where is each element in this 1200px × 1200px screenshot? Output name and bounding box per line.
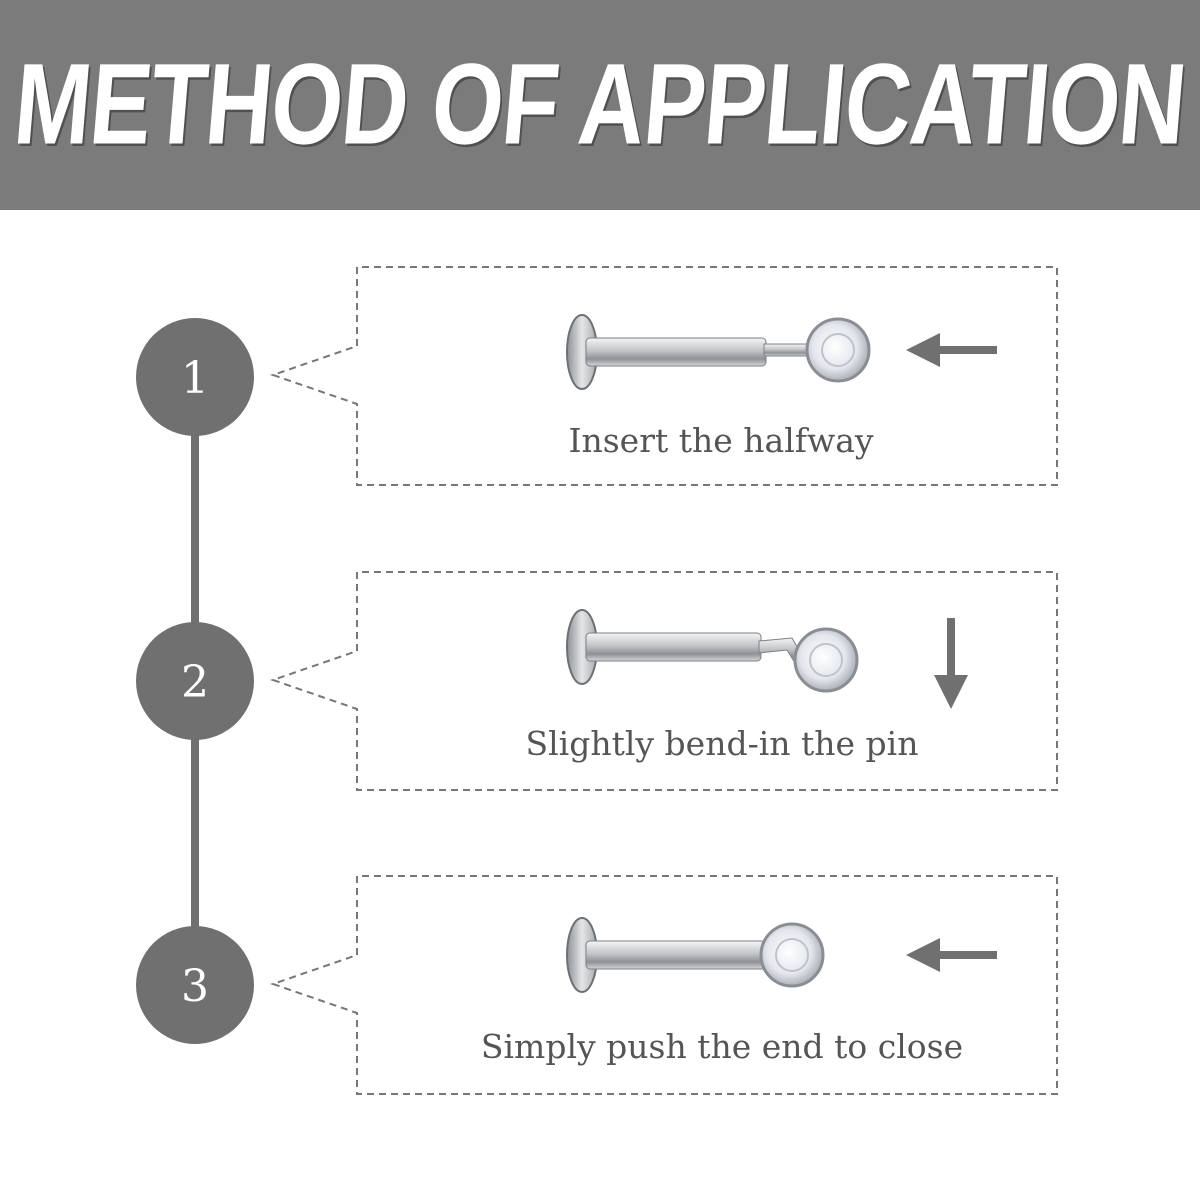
step-3-caption: Simply push the end to close: [481, 1027, 963, 1066]
step-2-caption: Slightly bend-in the pin: [526, 724, 919, 763]
step-3-arrow-left-icon: [906, 938, 997, 972]
step-2-earring-pin-icon: [566, 609, 859, 693]
step-1-callout-box: [269, 266, 1058, 486]
step-1-earring-pin-icon: [566, 314, 871, 390]
step-1-number-circle: [136, 318, 254, 436]
step-2-arrow-down-icon: [934, 618, 968, 709]
step-3: 3 Simply push the end to close: [136, 875, 1058, 1095]
step-2: 2 Slightly bend-in the pin: [136, 571, 1058, 791]
step-3-callout-box: [269, 875, 1058, 1095]
step-1-number: 1: [181, 353, 209, 404]
header-banner: METHOD OF APPLICATION: [0, 0, 1200, 210]
step-3-number: 3: [181, 961, 209, 1012]
step-1: 1 Insert the halfway: [136, 266, 1058, 486]
step-2-number: 2: [181, 657, 209, 708]
step-1-arrow-left-icon: [906, 333, 997, 367]
step-2-callout-box: [269, 571, 1058, 791]
step-1-caption: Insert the halfway: [568, 421, 873, 460]
step-3-earring-pin-icon: [566, 917, 825, 993]
step-3-number-circle: [136, 926, 254, 1044]
step-2-number-circle: [136, 622, 254, 740]
